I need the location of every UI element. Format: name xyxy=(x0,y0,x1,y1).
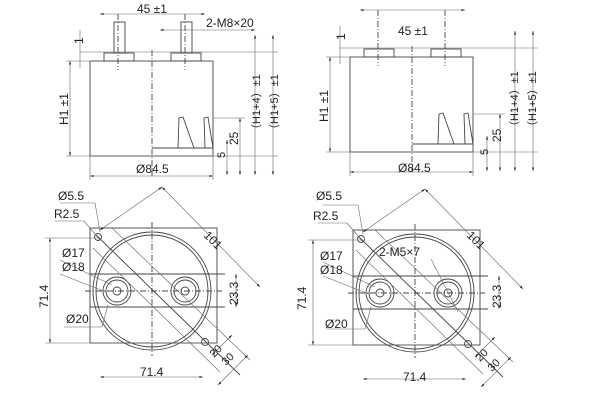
d20-label: Ø20 xyxy=(325,317,348,331)
diameter-label: Ø84.5 xyxy=(136,162,169,176)
terminal-stud xyxy=(180,21,193,54)
terminal-collar xyxy=(170,52,202,62)
bracket-leaf xyxy=(437,112,455,145)
terminal-hole xyxy=(375,288,385,298)
leader xyxy=(346,222,364,243)
w20-label: 20 xyxy=(474,347,491,364)
w30-dimension xyxy=(480,356,512,388)
top-view-right-labels: Ø5.5 R2.5 2-M5×7 Ø17 Ø18 Ø20 101 71.4 71… xyxy=(295,189,504,384)
width-label: 71.4 xyxy=(403,370,427,384)
leader xyxy=(364,306,372,330)
pitch-label: 45 ±1 xyxy=(398,24,428,38)
height-plus4-label: （H1+4）±1 xyxy=(508,71,521,132)
bracket-leaf xyxy=(203,116,214,149)
diag-dimension xyxy=(161,186,261,288)
pitch-label: 45 ±1 xyxy=(137,2,167,16)
bracket-leaf xyxy=(177,116,195,149)
d17-label: Ø17 xyxy=(62,246,85,260)
bracket-height-label: 25 xyxy=(227,131,241,145)
leader xyxy=(94,202,101,233)
w20-dimension xyxy=(211,334,233,356)
mounting-hole xyxy=(94,233,102,241)
bracket-edge xyxy=(92,247,221,373)
height-plus4-label: （H1+4）±1 xyxy=(250,74,263,135)
w20-dimension xyxy=(474,336,496,358)
capacitor-body xyxy=(349,56,474,153)
terminal-hole xyxy=(180,286,190,296)
terminal-ring xyxy=(368,281,392,305)
bracket-leaf xyxy=(463,112,474,145)
height-plus5-label: （H1+5）±1 xyxy=(526,71,539,132)
height-plus5-label: （H1+5）±1 xyxy=(268,74,281,135)
leader xyxy=(59,273,107,293)
width-label: 71.4 xyxy=(140,365,164,379)
diag-label: 101 xyxy=(464,228,488,252)
radius-label: R2.5 xyxy=(313,209,339,223)
bracket-thickness-label: 5 xyxy=(216,152,228,158)
bracket-edge xyxy=(355,249,484,375)
diag-extension xyxy=(99,186,163,231)
mounting-hole xyxy=(201,338,209,346)
band-label: 23.3 xyxy=(490,284,504,308)
mounting-hole xyxy=(464,340,472,348)
height-label: H1 ±1 xyxy=(57,93,71,125)
thread-leader xyxy=(430,258,459,313)
side-view-right-labels: 45 ±1 1 H1 ±1 （H1+4）±1 （H1+5）±1 25 5 Ø84… xyxy=(317,24,539,175)
height-label: 71.4 xyxy=(295,286,309,310)
radius-label: R2.5 xyxy=(54,207,80,221)
bracket-thickness-label: 5 xyxy=(479,149,491,155)
diag-dimension xyxy=(424,188,524,290)
d18-label: Ø18 xyxy=(320,263,343,277)
d17-label: Ø17 xyxy=(320,249,343,263)
diag-extension xyxy=(362,188,426,233)
height-label: 71.4 xyxy=(37,284,51,308)
leader xyxy=(101,304,109,328)
step-label: 1 xyxy=(72,37,86,44)
thread-label: 2-M5×7 xyxy=(379,245,420,259)
height-label: H1 ±1 xyxy=(317,90,331,122)
diameter-label: Ø84.5 xyxy=(398,161,431,175)
leader xyxy=(357,204,364,235)
terminal-ring xyxy=(105,279,129,303)
d20-label: Ø20 xyxy=(66,312,89,326)
leader xyxy=(322,261,376,288)
thread-label: 2-M8×20 xyxy=(206,16,254,30)
diag-label: 101 xyxy=(201,228,225,252)
w30-label: 30 xyxy=(486,357,503,374)
terminal-collar xyxy=(363,48,395,58)
leader xyxy=(83,220,101,241)
d18-label: Ø18 xyxy=(62,260,85,274)
bracket-height-label: 25 xyxy=(490,128,504,142)
mounting-hole xyxy=(357,235,365,243)
terminal-stud xyxy=(113,21,126,54)
terminal-collar xyxy=(103,52,135,62)
terminal-hole xyxy=(112,286,122,296)
leader xyxy=(59,259,113,286)
terminal-collar xyxy=(430,48,462,58)
step-label: 1 xyxy=(334,33,348,40)
band-label: 23.3 xyxy=(227,281,241,305)
side-view-left-labels: 45 ±1 2-M8×20 1 H1 ±1 （H1+4）±1 （H1+5）±1 … xyxy=(57,2,281,176)
capacitor-body xyxy=(89,60,214,157)
hole-label: Ø5.5 xyxy=(316,189,342,203)
hole-label: Ø5.5 xyxy=(58,189,84,203)
leader xyxy=(322,275,370,295)
w30-dimension xyxy=(217,354,249,386)
terminal-hole xyxy=(443,288,453,298)
